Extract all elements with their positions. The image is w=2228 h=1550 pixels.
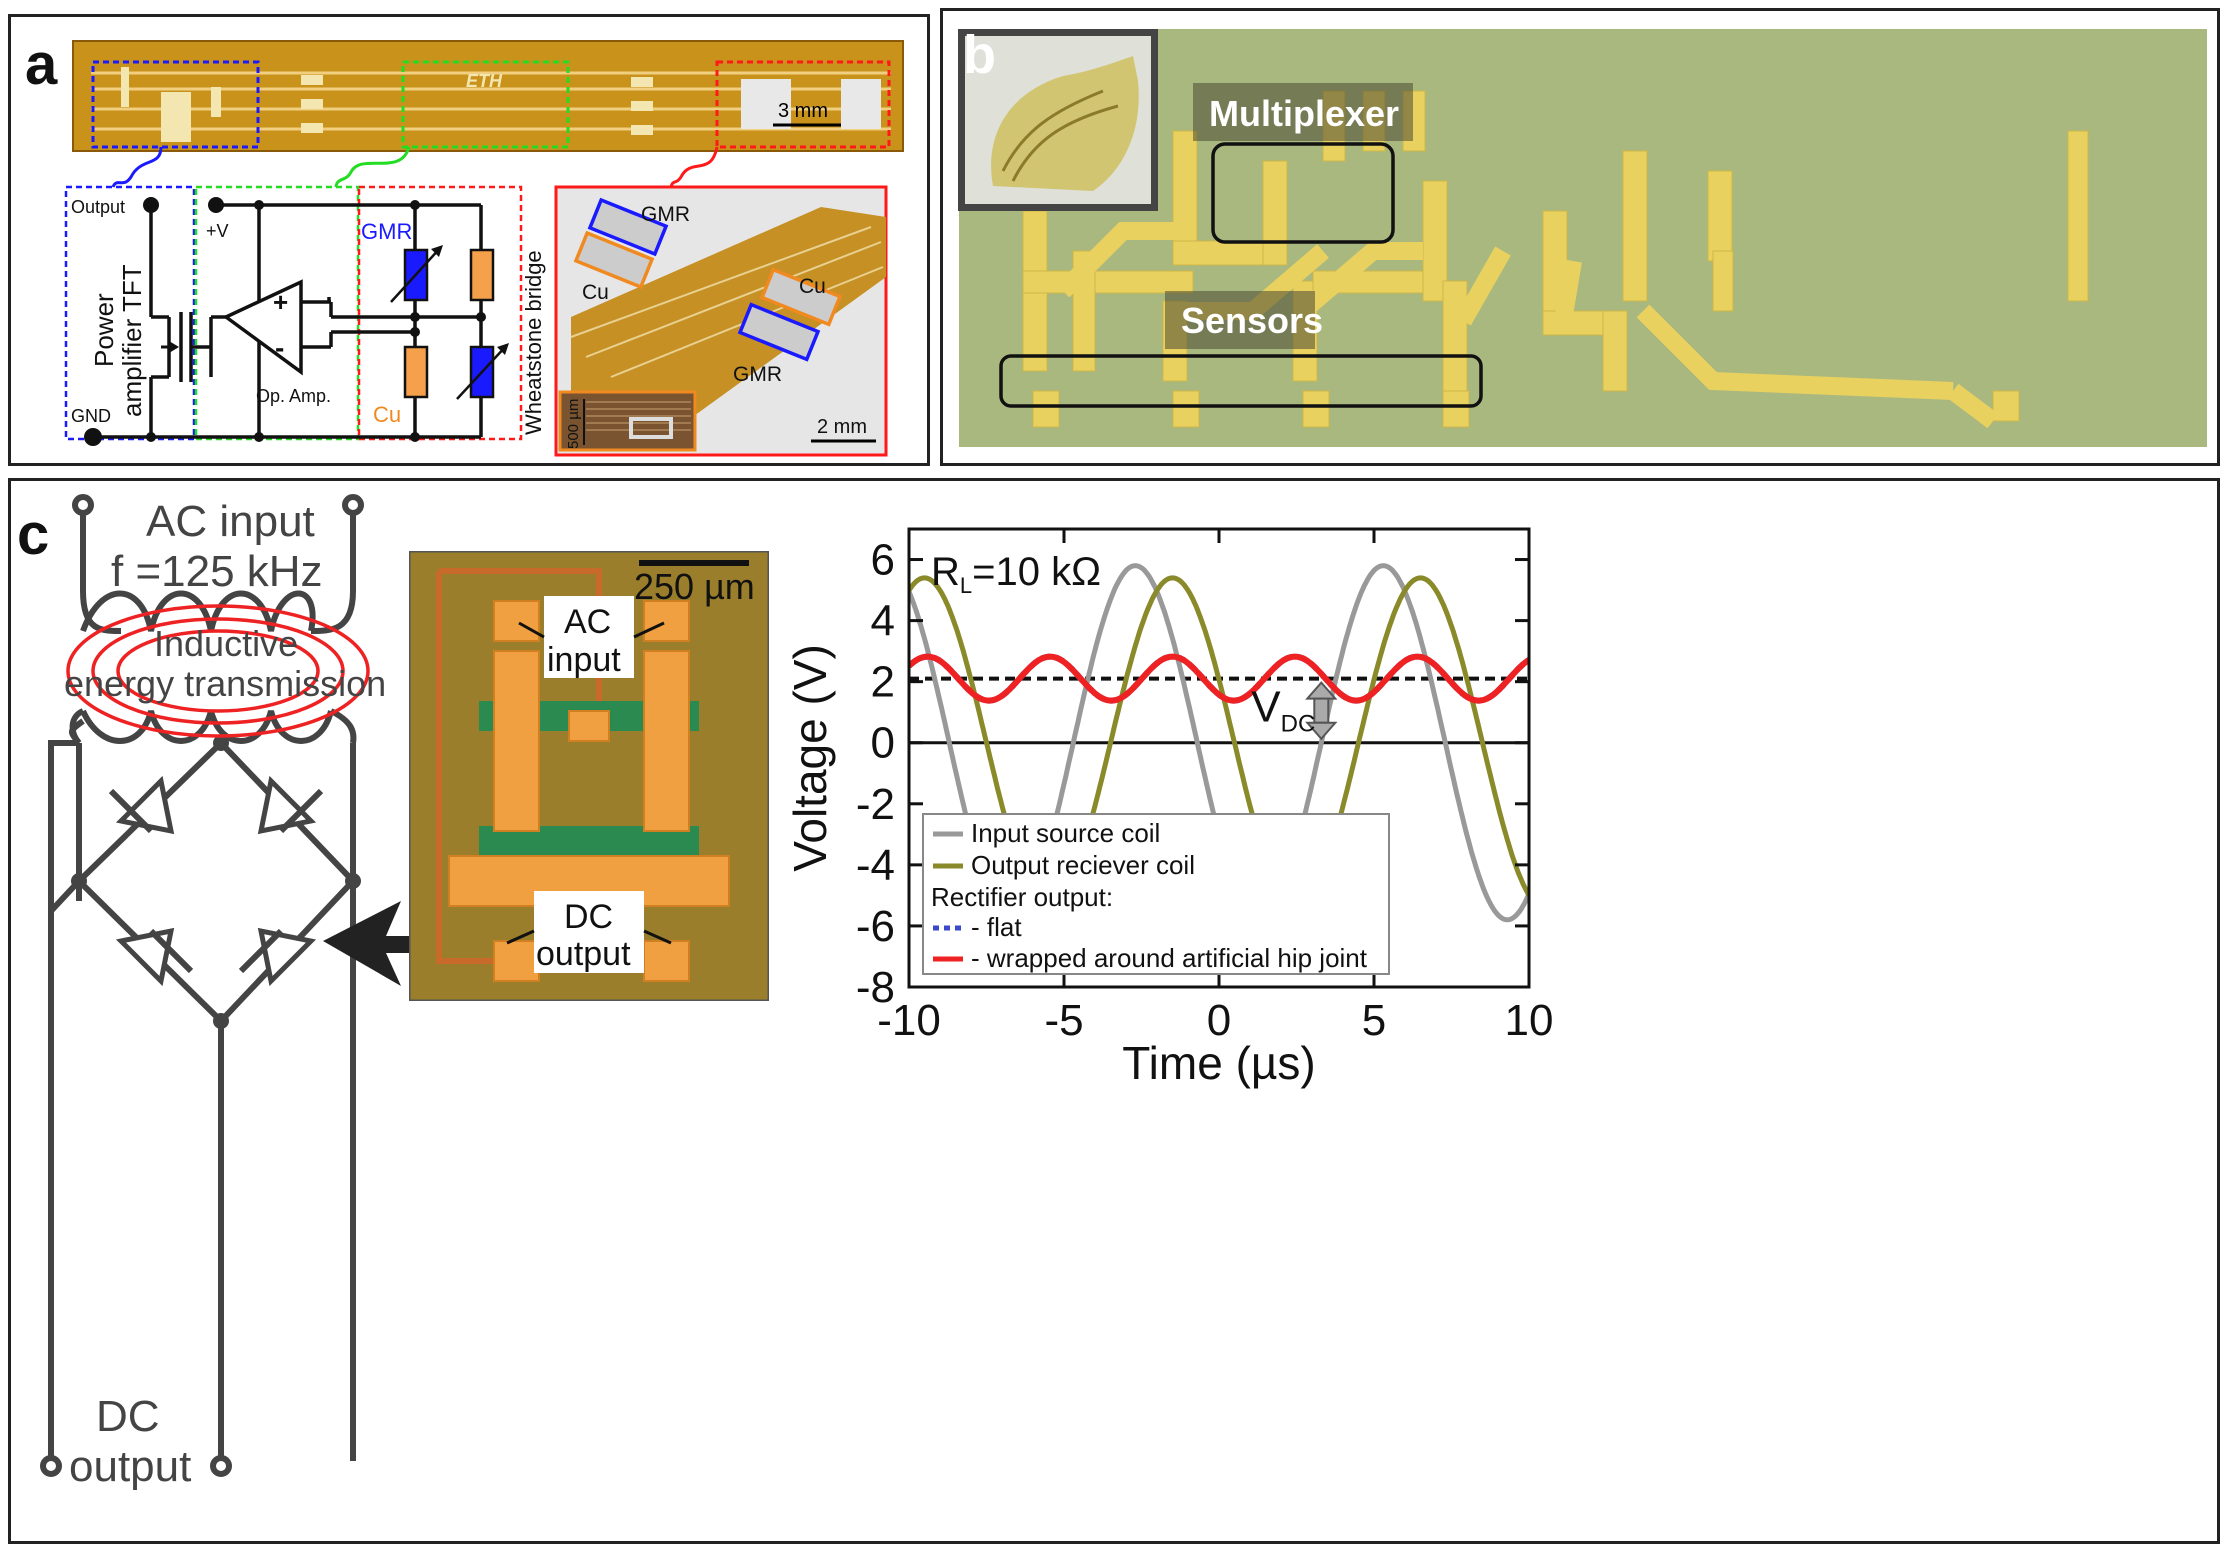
eth-logo: ETH <box>466 71 503 91</box>
sensors-box <box>999 354 1483 408</box>
y-tick-label-6: 4 <box>871 597 895 646</box>
arrow-icon <box>323 901 413 986</box>
micro-ac-label-2: input <box>547 641 621 679</box>
micro-dc-label-1: DC <box>564 898 613 936</box>
legend-wrapped-label: - wrapped around artificial hip joint <box>971 943 1368 973</box>
rectifier-circuit: AC input f =125 kHz Inductive energy tra… <box>40 494 413 1491</box>
multiplexer-box <box>1211 142 1395 244</box>
photo-cu-2: Cu <box>799 275 826 298</box>
legend-rectifier-heading: Rectifier output: <box>931 882 1113 912</box>
vdc-sub: DC <box>1281 710 1316 737</box>
legend-input-label: Input source coil <box>971 818 1160 848</box>
vdc-arrow-down <box>1305 721 1338 741</box>
ac-input-label-2: f =125 kHz <box>111 547 323 596</box>
micro-dc-label-2: output <box>536 935 631 973</box>
multiplexer-label: Multiplexer <box>1209 93 1399 134</box>
inset-scale-label: 500 µm <box>565 399 582 449</box>
panel-a: a ETH 3 mm <box>8 14 930 466</box>
photo-cu-1: Cu <box>582 281 609 304</box>
gnd-label: GND <box>71 406 111 426</box>
opamp-plus: + <box>273 287 288 317</box>
cu-resistor-1 <box>469 248 495 302</box>
rl-val: =10 kΩ <box>972 550 1101 594</box>
x-tick-label-1: -5 <box>1044 996 1083 1045</box>
inductive-label-2: energy transmission <box>64 663 386 704</box>
vdc-v: V <box>1251 682 1281 731</box>
tft-label-1: Power <box>89 293 119 367</box>
opamp-minus: - <box>275 332 284 363</box>
sensors-label: Sensors <box>1181 300 1323 341</box>
panel-label-c: c <box>17 502 50 567</box>
legend-flat-label: - flat <box>971 912 1022 942</box>
dc-output-label-1: DC <box>96 1392 160 1441</box>
rl-sub: L <box>960 573 972 598</box>
panel-a-figure: ETH 3 mm <box>64 40 904 457</box>
legend-output-label: Output reciever coil <box>971 850 1195 880</box>
dc-output-label-2: output <box>69 1442 191 1491</box>
photo-gmr-1: GMR <box>641 203 690 226</box>
rl-r: R <box>931 550 960 594</box>
x-tick-label-3: 5 <box>1362 996 1386 1045</box>
vplus-label: +V <box>206 221 229 241</box>
panel-b-figure: b Multiplexer Sensors <box>958 25 2207 447</box>
y-axis-label: Voltage (V) <box>784 644 836 872</box>
panel-c: c <box>8 478 2220 1544</box>
series-line-4 <box>909 653 1529 704</box>
panel-label-b: b <box>963 25 996 85</box>
cu-resistor-2 <box>403 345 429 399</box>
x-tick-label-2: 0 <box>1207 996 1231 1045</box>
legend-box <box>922 813 1390 975</box>
y-tick-label-7: 6 <box>871 536 895 585</box>
micro-ac-label-1: AC <box>564 603 611 641</box>
bridge-label: Wheatstone bridge <box>521 250 546 435</box>
opamp-label: Op. Amp. <box>256 386 331 406</box>
strip-scale-label: 3 mm <box>778 100 828 122</box>
output-label: Output <box>71 197 125 217</box>
micrograph: 250 µm AC input DC output <box>409 551 769 1001</box>
gmr-label: GMR <box>361 219 412 244</box>
y-tick-label-5: 2 <box>871 658 895 707</box>
photo-scale-label: 2 mm <box>817 416 867 438</box>
y-tick-label-1: -6 <box>856 902 895 951</box>
micro-scale-label: 250 µm <box>634 566 755 607</box>
x-tick-label-0: -10 <box>877 996 941 1045</box>
tft-label-2: amplifier TFT <box>117 264 147 417</box>
panel-label-a: a <box>25 32 58 97</box>
inductive-label-1: Inductive <box>154 623 298 664</box>
y-tick-label-0: -8 <box>856 963 895 1012</box>
y-tick-label-4: 0 <box>871 719 895 768</box>
vdc-arrow-shaft <box>1313 697 1330 724</box>
cu-label: Cu <box>373 402 401 427</box>
y-tick-label-2: -4 <box>856 841 895 890</box>
x-axis-label: Time (µs) <box>1122 1037 1315 1089</box>
vdc-annotation: VDC <box>1251 682 1315 737</box>
photo-gmr-2: GMR <box>733 363 782 386</box>
panel-b: b Multiplexer Sensors <box>940 8 2220 466</box>
rl-annotation: RL=10 kΩ <box>931 550 1101 598</box>
y-tick-label-3: -2 <box>856 780 895 829</box>
x-tick-label-4: 10 <box>1505 996 1554 1045</box>
ac-input-label-1: AC input <box>146 497 315 546</box>
